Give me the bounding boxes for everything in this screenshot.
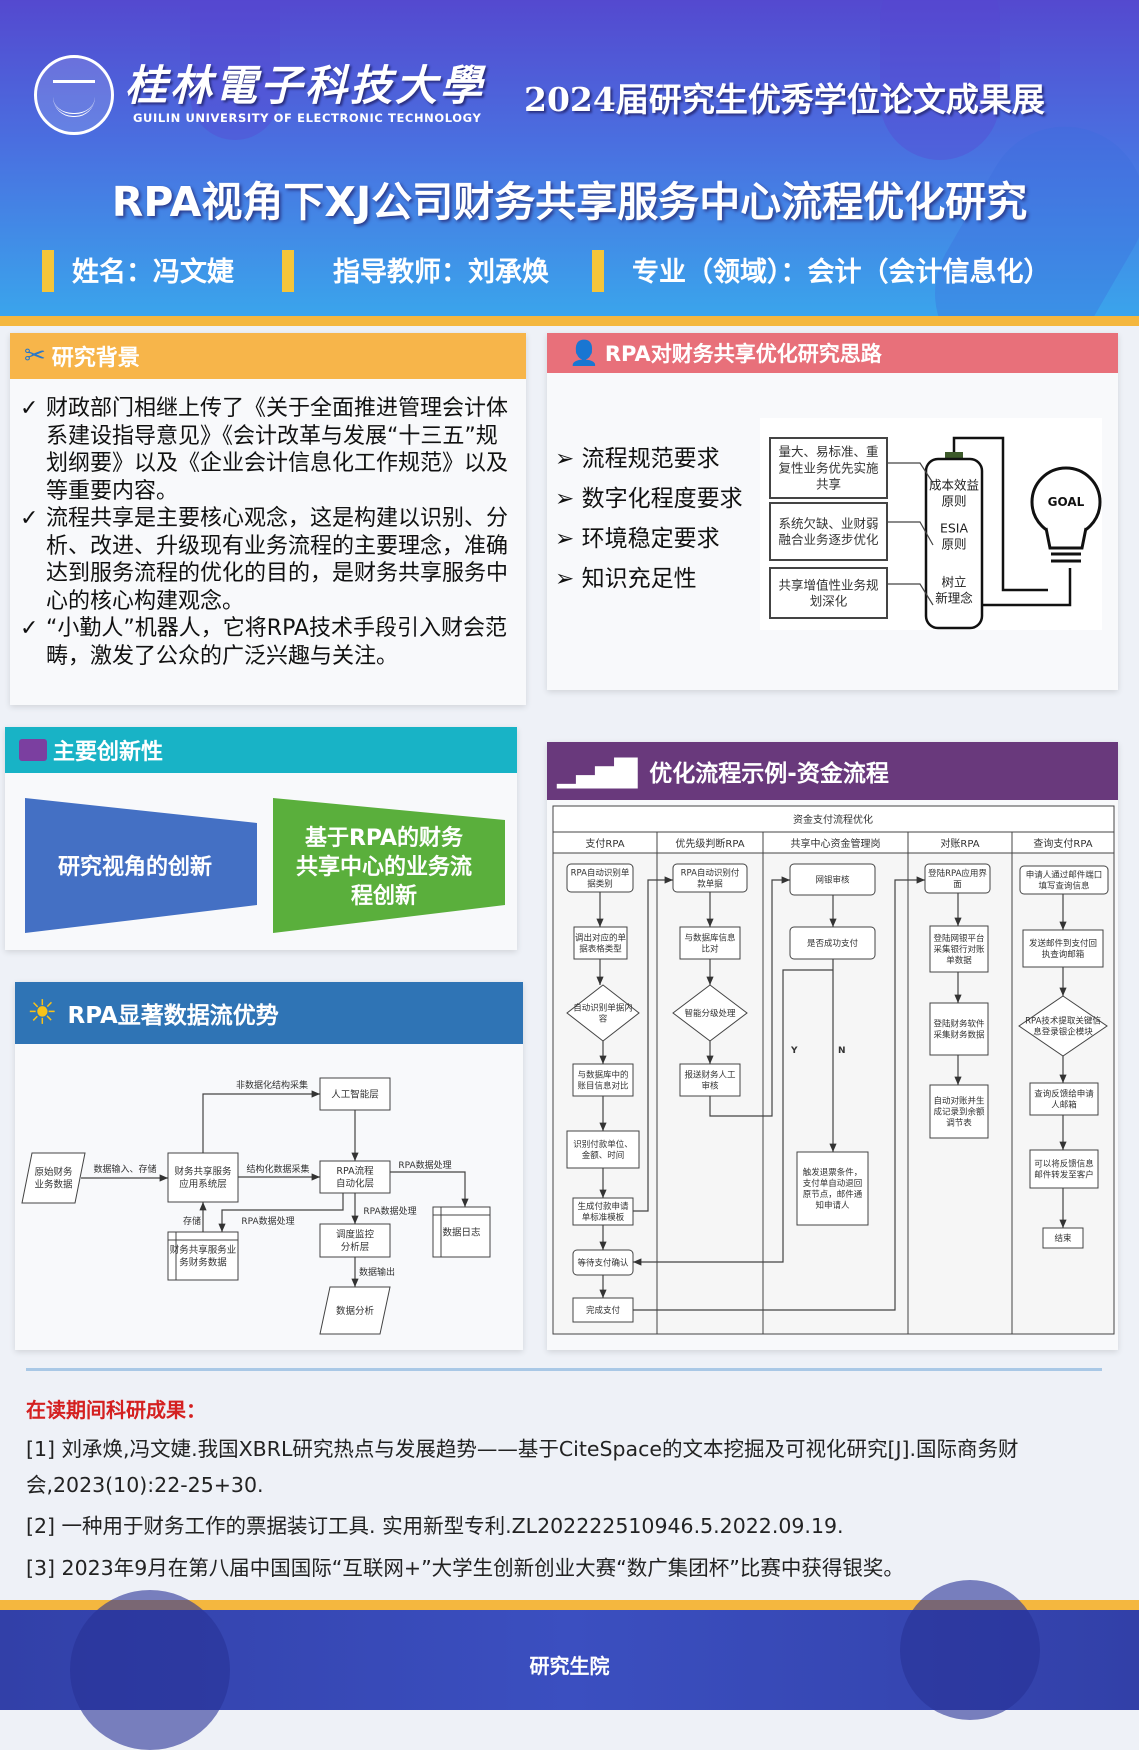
tools-icon: ✂ xyxy=(24,341,46,371)
list-item: ➢ 流程规范要求 xyxy=(555,446,720,472)
list-item: “小勤人”机器人，它将RPA技术手段引入财会范畴，激发了公众的广泛兴趣与关注。 xyxy=(20,615,515,670)
achievement-item: [1] 刘承焕,冯文婕.我国XBRL研究热点与发展趋势——基于CiteSpace… xyxy=(26,1437,1019,1497)
research-background-panel: ✂ 研究背景 财政部门相继上传了《关于全面推进管理会计体系建设指导意见》《会计改… xyxy=(10,333,526,705)
panel-title: 研究背景 xyxy=(51,346,140,371)
university-logo xyxy=(34,55,114,135)
research-approach-panel: 👤 RPA对财务共享优化研究思路 ➢ 流程规范要求 ➢ 数字化程度要求 ➢ 环境… xyxy=(547,333,1118,690)
major-field: 专业（领域）：会计（会计信息化） xyxy=(632,257,1051,288)
arrow-bullet-icon: ➢ xyxy=(555,566,582,592)
university-name-en: GUILIN UNIVERSITY OF ELECTRONIC TECHNOLO… xyxy=(133,111,482,125)
list-item: ➢ 环境稳定要求 xyxy=(555,526,720,552)
list-item: 流程共享是主要核心观念，这是构建以识别、分析、改进、升级现有业务流程的主要理念，… xyxy=(20,505,515,615)
list-item: 财政部门相继上传了《关于全面推进管理会计体系建设指导意见》《会计改革与发展“十三… xyxy=(20,395,515,505)
achievements-title: 在读期间科研成果： xyxy=(26,1398,206,1422)
accent-bar xyxy=(592,250,604,292)
exhibition-title: 2024届研究生优秀学位论文成果展 xyxy=(524,80,1045,119)
background-list: 财政部门相继上传了《关于全面推进管理会计体系建设指导意见》《会计改革与发展“十三… xyxy=(20,395,515,670)
poster-title: RPA视角下XJ公司财务共享服务中心流程优化研究 xyxy=(111,178,1028,226)
accent-bar xyxy=(282,250,294,292)
footer-stripe xyxy=(0,1600,1139,1610)
list-item: ➢ 知识充足性 xyxy=(555,566,697,592)
footer-label: 研究生院 xyxy=(529,1654,610,1678)
poster-footer: 研究生院 xyxy=(0,1580,1139,1750)
dataflow-panel: ☀ RPA显著数据流优势 xyxy=(15,982,523,1350)
panel-title: RPA显著数据流优势 xyxy=(67,1003,279,1029)
briefcase-icon xyxy=(19,739,47,761)
panel-title: 优化流程示例-资金流程 xyxy=(649,761,889,787)
panel-title: RPA对财务共享优化研究思路 xyxy=(604,342,882,366)
list-item: ➢ 数字化程度要求 xyxy=(555,486,743,512)
bar-chart-icon: ▁▃▅▇ xyxy=(557,753,637,789)
section-divider xyxy=(26,1368,1102,1371)
university-name-cn: 桂林電子科技大學 xyxy=(125,61,486,110)
innovation-panel: 主要创新性 xyxy=(5,727,517,950)
poster-header: 桂林電子科技大學 GUILIN UNIVERSITY OF ELECTRONIC… xyxy=(0,0,1139,318)
person-icon: 👤 xyxy=(569,339,599,367)
achievement-item: [3] 2023年9月在第八届中国国际“互联网+”大学生创新创业大赛“数广集团杯… xyxy=(26,1556,904,1580)
accent-bar xyxy=(42,250,54,292)
arrow-bullet-icon: ➢ xyxy=(555,526,582,552)
panel-title: 主要创新性 xyxy=(53,740,164,765)
requirement-list: ➢ 流程规范要求 ➢ 数字化程度要求 ➢ 环境稳定要求 ➢ 知识充足性 xyxy=(555,439,743,599)
header-divider xyxy=(0,316,1139,326)
student-name: 姓名：冯文婕 xyxy=(72,257,234,288)
process-panel: ▁▃▅▇ 优化流程示例-资金流程 xyxy=(547,742,1118,1350)
arrow-bullet-icon: ➢ xyxy=(555,486,582,512)
advisor-name: 指导教师：刘承焕 xyxy=(333,257,549,288)
achievement-item: [2] 一种用于财务工作的票据装订工具. 实用新型专利.ZL2022225109… xyxy=(26,1514,844,1538)
arrow-bullet-icon: ➢ xyxy=(555,446,582,472)
sun-icon: ☀ xyxy=(27,993,58,1033)
